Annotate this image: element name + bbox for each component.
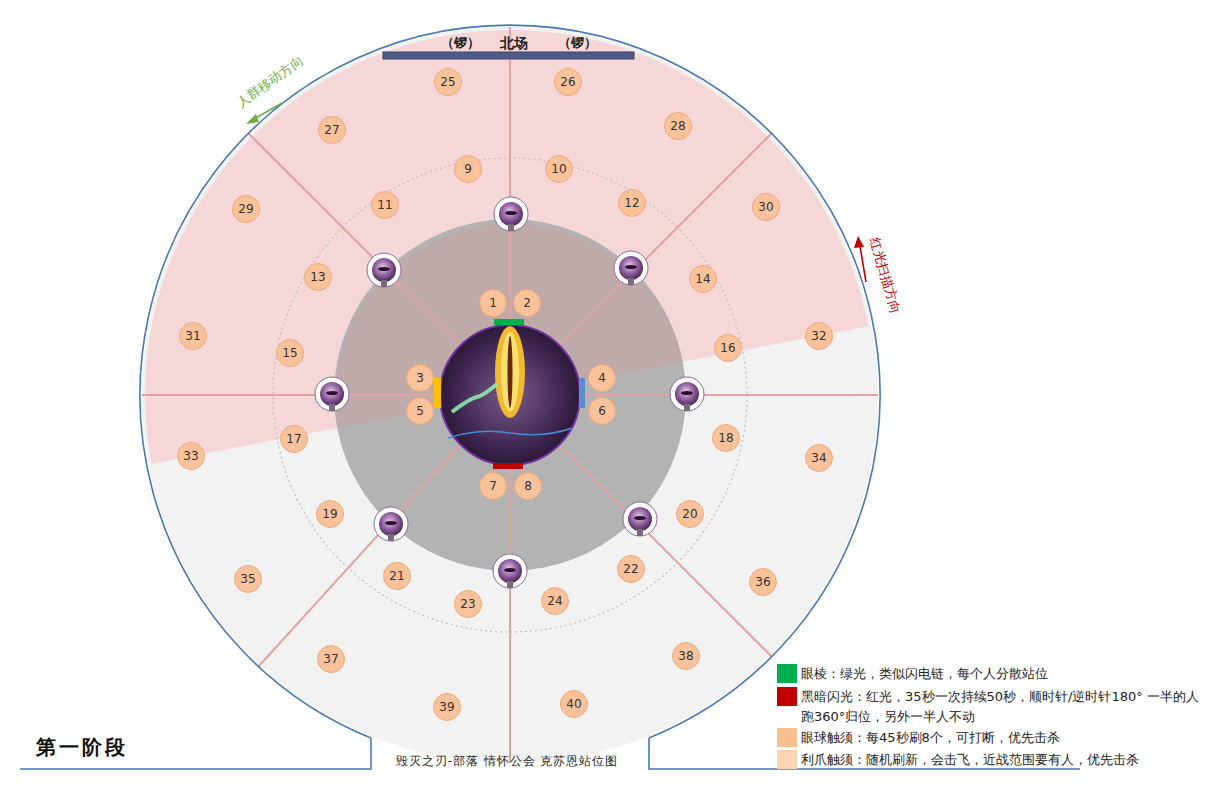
position-circle: 15 (276, 339, 304, 367)
position-circle: 10 (545, 155, 573, 183)
position-circle: 26 (554, 68, 582, 96)
position-circle: 7 (479, 472, 507, 500)
position-circle: 14 (689, 265, 717, 293)
position-number: 22 (623, 563, 638, 575)
position-number: 29 (238, 203, 253, 215)
position-number: 23 (460, 598, 475, 610)
position-number: 32 (811, 330, 826, 342)
position-number: 17 (286, 433, 301, 445)
position-circle: 6 (588, 397, 616, 425)
position-circle: 36 (749, 568, 777, 596)
position-number: 33 (183, 450, 198, 462)
position-circle: 5 (406, 397, 434, 425)
position-number: 26 (560, 76, 575, 88)
position-number: 31 (185, 330, 200, 342)
north-label: 北场 (500, 35, 528, 52)
position-number: 19 (322, 508, 337, 520)
position-circle: 34 (805, 444, 833, 472)
legend-text: 眼棱：绿光，类似闪电链，每个人分散站位 (801, 664, 1206, 684)
direction-label: 红光扫描方向 (867, 236, 903, 315)
stage-title: 第一阶段 (36, 735, 128, 759)
position-circle: 3 (406, 364, 434, 392)
position-number: 40 (566, 698, 581, 710)
position-number: 28 (670, 120, 685, 132)
position-number: 30 (758, 201, 773, 213)
position-number: 11 (377, 199, 392, 211)
position-number: 1 (489, 297, 497, 309)
position-number: 2 (523, 297, 531, 309)
position-circle: 22 (617, 555, 645, 583)
position-circle: 11 (371, 191, 399, 219)
position-number: 34 (811, 452, 826, 464)
position-number: 15 (282, 347, 297, 359)
position-number: 36 (755, 576, 770, 588)
position-circle: 1 (479, 289, 507, 317)
position-number: 8 (524, 480, 532, 492)
position-circle: 9 (454, 155, 482, 183)
position-circle: 27 (318, 116, 346, 144)
position-number: 10 (551, 163, 566, 175)
position-number: 38 (678, 650, 693, 662)
gong-label: （锣） (558, 35, 597, 51)
position-circle: 20 (676, 500, 704, 528)
position-number: 27 (324, 124, 339, 136)
position-number: 9 (464, 163, 472, 175)
position-number: 18 (718, 432, 733, 444)
position-number: 25 (440, 76, 455, 88)
legend-text: 利爪触须：随机刷新，会击飞，近战范围要有人，优先击杀 (801, 750, 1206, 770)
position-circle: 24 (541, 587, 569, 615)
position-circle: 2 (513, 289, 541, 317)
position-circle: 37 (317, 645, 345, 673)
legend-text: 眼球触须：每45秒刷8个，可打断，优先击杀 (801, 728, 1206, 748)
position-circle: 39 (433, 693, 461, 721)
position-circle: 21 (383, 562, 411, 590)
position-circle: 32 (805, 322, 833, 350)
position-circle: 29 (232, 195, 260, 223)
position-circle: 35 (234, 565, 262, 593)
position-number: 3 (416, 372, 424, 384)
position-number: 37 (323, 653, 338, 665)
position-number: 13 (310, 271, 325, 283)
position-number: 24 (547, 595, 562, 607)
position-circle: 33 (177, 442, 205, 470)
position-number: 21 (389, 570, 404, 582)
position-number: 16 (720, 342, 735, 354)
position-circle: 16 (714, 334, 742, 362)
position-number: 6 (598, 405, 606, 417)
legend-swatch (777, 687, 797, 706)
position-circle: 28 (664, 112, 692, 140)
position-circle: 8 (514, 472, 542, 500)
position-circle: 40 (560, 690, 588, 718)
position-number: 14 (695, 273, 710, 285)
position-circle: 12 (618, 189, 646, 217)
legend-swatch (777, 664, 797, 683)
position-number: 5 (416, 405, 424, 417)
legend-swatch (777, 728, 797, 747)
map-caption: 毁灭之刃-部落 情怀公会 克苏恩站位图 (396, 754, 619, 768)
position-circle: 18 (712, 424, 740, 452)
position-number: 39 (439, 701, 454, 713)
gong-label: （锣） (441, 35, 480, 51)
position-circle: 13 (304, 263, 332, 291)
position-circle: 25 (434, 68, 462, 96)
position-circle: 19 (316, 500, 344, 528)
position-number: 4 (598, 372, 606, 384)
position-number: 12 (624, 197, 639, 209)
legend-text: 黑暗闪光：红光，35秒一次持续50秒，顺时针/逆时针180° 一半的人跑360°… (801, 687, 1206, 727)
position-number: 7 (489, 480, 497, 492)
position-circle: 17 (280, 425, 308, 453)
position-circle: 31 (179, 322, 207, 350)
position-circle: 38 (672, 642, 700, 670)
position-circle: 4 (588, 364, 616, 392)
legend-swatch (777, 750, 797, 769)
position-number: 35 (240, 573, 255, 585)
position-number: 20 (682, 508, 697, 520)
position-circle: 30 (752, 193, 780, 221)
position-circle: 23 (454, 590, 482, 618)
